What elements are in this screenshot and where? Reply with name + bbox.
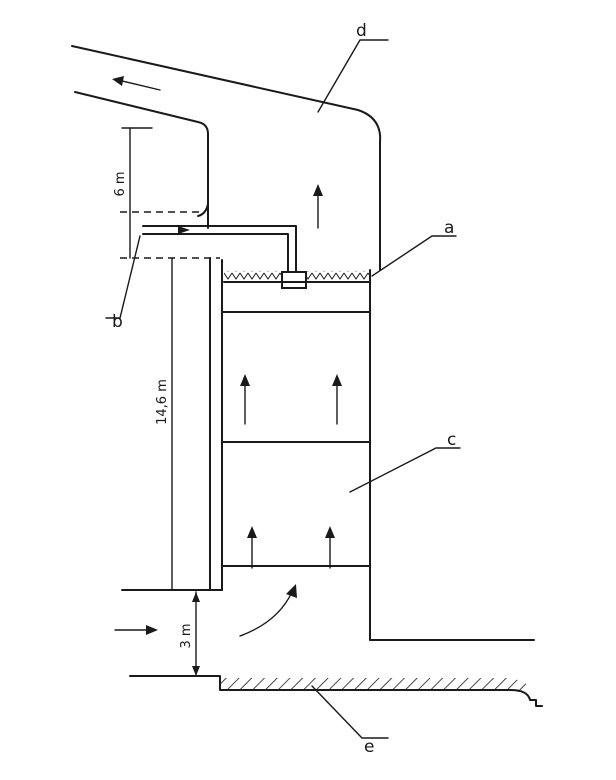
hood-up-arrow xyxy=(313,184,323,229)
droplet-separator xyxy=(223,271,371,283)
dimension-tower-height: 14,6 m xyxy=(155,379,170,425)
label-a: a xyxy=(444,218,454,238)
dimension-lines xyxy=(121,127,200,677)
upflow-arrows xyxy=(240,374,342,569)
dimension-top-gap: 6 m xyxy=(113,171,128,196)
left-wall xyxy=(120,257,223,591)
spray-nozzle xyxy=(281,271,307,289)
label-c: c xyxy=(447,430,456,450)
label-d: d xyxy=(356,21,367,41)
inlet-arrows xyxy=(114,584,297,637)
leader-lines xyxy=(105,39,461,739)
tower-body xyxy=(221,259,535,641)
outlet-flow-arrow xyxy=(112,76,161,91)
water-basin xyxy=(129,675,543,707)
label-e: e xyxy=(364,737,374,757)
dimension-bottom-gap: 3 m xyxy=(179,623,194,648)
label-b: b xyxy=(112,312,123,332)
exhaust-hood xyxy=(71,45,382,271)
